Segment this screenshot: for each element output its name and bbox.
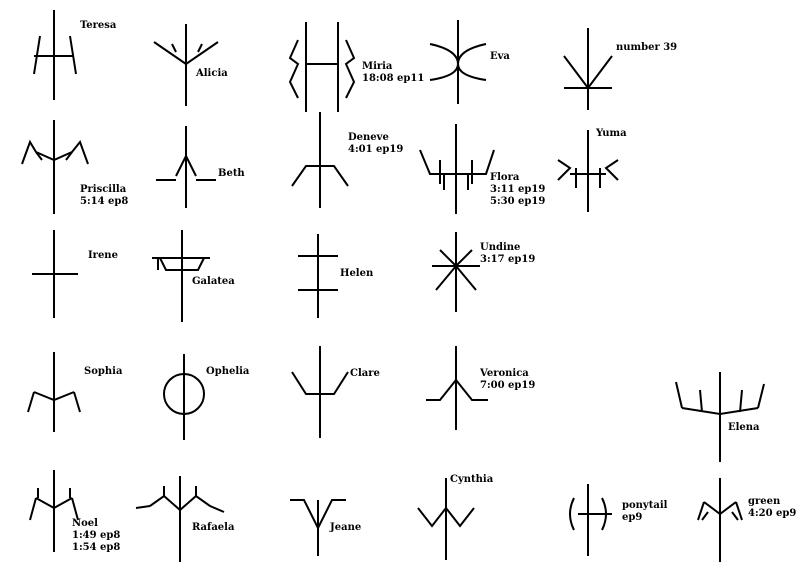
symbol-cynthia [417, 478, 475, 560]
symbol-beth [156, 126, 216, 208]
label-noel: Noel [72, 518, 98, 529]
label-ponytail: ponytail [622, 500, 668, 511]
label-yuma: Yuma [596, 128, 627, 139]
label-veronica: Veronica [480, 368, 529, 379]
label-beth: Beth [218, 168, 245, 179]
symbol-teresa [33, 10, 77, 100]
symbol-ophelia [163, 354, 205, 440]
symbol-irene [32, 230, 78, 318]
label-number-39: number 39 [616, 42, 678, 53]
label-cynthia: Cynthia [450, 474, 494, 485]
symbol-veronica [426, 346, 488, 430]
symbol-miria [288, 22, 356, 112]
label-clare: Clare [350, 368, 380, 379]
symbol-noel [29, 470, 79, 552]
label-alicia: Alicia [196, 68, 228, 79]
label-priscilla-time: 5:14 ep8 [80, 196, 129, 207]
label-deneve: Deneve [348, 132, 389, 143]
symbol-clare [291, 346, 349, 438]
label-green: green [748, 496, 781, 507]
symbol-alicia [153, 24, 219, 106]
symbol-deneve [291, 112, 349, 208]
symbol-galatea [152, 230, 210, 322]
label-elena: Elena [728, 422, 760, 433]
symbol-undine [432, 232, 480, 312]
label-jeane: Jeane [330, 522, 362, 533]
symbol-flora [419, 124, 495, 214]
symbol-priscilla [21, 120, 89, 214]
label-irene: Irene [88, 250, 118, 261]
label-teresa: Teresa [80, 20, 117, 31]
label-priscilla: Priscilla [80, 184, 127, 195]
symbol-sophia [27, 352, 81, 432]
label-miria: Miria [362, 61, 393, 72]
label-noel-time: 1:49 ep8 [72, 530, 121, 541]
label-eva: Eva [490, 51, 510, 62]
symbol-elena [675, 372, 765, 462]
label-veronica-time: 7:00 ep19 [480, 380, 536, 391]
label-noel-time-2: 1:54 ep8 [72, 542, 121, 553]
symbol-rafaela [135, 476, 225, 562]
label-rafaela: Rafaela [192, 522, 235, 533]
symbol-yuma [557, 130, 619, 212]
label-ponytail-time: ep9 [622, 512, 643, 523]
label-undine-time: 3:17 ep19 [480, 254, 536, 265]
label-galatea: Galatea [192, 276, 235, 287]
symbol-number-39 [563, 28, 613, 110]
label-green-time: 4:20 ep9 [748, 508, 797, 519]
symbol-ponytail [569, 484, 612, 556]
label-undine: Undine [480, 242, 521, 253]
label-ophelia: Ophelia [206, 366, 250, 377]
symbol-green [697, 478, 743, 562]
symbol-jeane [290, 499, 346, 556]
label-helen: Helen [340, 268, 374, 279]
label-flora-time-2: 5:30 ep19 [490, 196, 546, 207]
symbol-helen [298, 234, 338, 318]
label-deneve-time: 4:01 ep19 [348, 144, 404, 155]
symbol-eva [429, 20, 487, 104]
label-flora: Flora [490, 172, 520, 183]
label-flora-time: 3:11 ep19 [490, 184, 546, 195]
label-miria-time: 18:08 ep11 [362, 73, 425, 84]
label-sophia: Sophia [84, 366, 123, 377]
